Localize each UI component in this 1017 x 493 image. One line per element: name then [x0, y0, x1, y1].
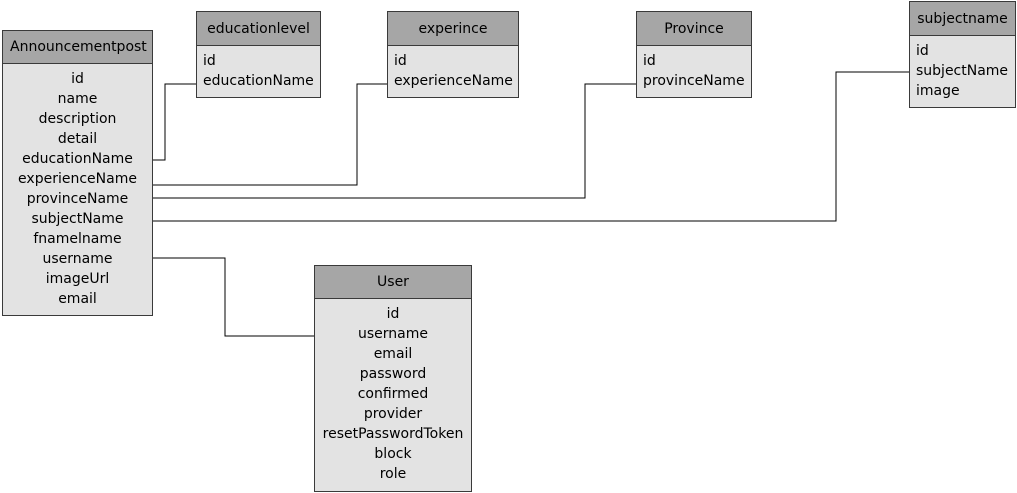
field-image: image — [916, 83, 960, 99]
entity-title: educationlevel — [197, 12, 320, 46]
field-id: id — [203, 53, 216, 69]
field-list: id educationName — [197, 46, 320, 91]
entity-title: experince — [388, 12, 518, 46]
entity-announcementpost: Announcementpost id name description det… — [2, 30, 153, 316]
field-password: password — [359, 366, 427, 382]
field-experiencename: experienceName — [18, 171, 137, 187]
field-confirmed: confirmed — [357, 386, 429, 402]
entity-title: Province — [637, 12, 751, 46]
field-list: id provinceName — [637, 46, 751, 91]
field-fnamelname: fnamelname — [33, 231, 122, 247]
field-list: id experienceName — [388, 46, 518, 91]
field-subjectname: subjectName — [916, 63, 1009, 79]
field-resetpasswordtoken: resetPasswordToken — [322, 426, 464, 442]
field-imageurl: imageUrl — [45, 271, 110, 287]
link-provincename — [153, 83, 636, 199]
link-experiencename — [153, 83, 387, 186]
field-experiencename: experienceName — [394, 73, 513, 89]
entity-title: subjectname — [910, 2, 1015, 36]
entity-user: User id username email password confirme… — [314, 265, 472, 492]
field-educationname: educationName — [203, 73, 314, 89]
field-id: id — [916, 43, 929, 59]
field-id: id — [394, 53, 407, 69]
field-provincename: provinceName — [26, 191, 129, 207]
field-subjectname: subjectName — [31, 211, 124, 227]
field-role: role — [379, 466, 407, 482]
field-list: id subjectName image — [910, 36, 1015, 101]
link-subjectname — [153, 71, 909, 222]
field-id: id — [71, 71, 84, 87]
field-educationname: educationName — [22, 151, 133, 167]
field-name: name — [57, 91, 98, 107]
entity-province: Province id provinceName — [636, 11, 752, 98]
field-id: id — [643, 53, 656, 69]
field-email: email — [58, 291, 97, 307]
field-description: description — [38, 111, 117, 127]
field-block: block — [374, 446, 412, 462]
field-list: id username email password confirmed pro… — [315, 299, 471, 484]
field-provincename: provinceName — [643, 73, 745, 89]
entity-experince: experince id experienceName — [387, 11, 519, 98]
field-detail: detail — [57, 131, 98, 147]
entity-title: Announcementpost — [3, 31, 152, 64]
entity-title: User — [315, 266, 471, 299]
field-id: id — [386, 306, 400, 322]
entity-educationlevel: educationlevel id educationName — [196, 11, 321, 98]
field-email: email — [373, 346, 413, 362]
field-list: id name description detail educationName… — [3, 64, 152, 309]
field-provider: provider — [363, 406, 423, 422]
entity-subjectname: subjectname id subjectName image — [909, 1, 1016, 108]
field-username: username — [42, 251, 113, 267]
field-username: username — [358, 326, 428, 342]
link-username — [153, 257, 314, 337]
link-educationname — [153, 83, 196, 161]
